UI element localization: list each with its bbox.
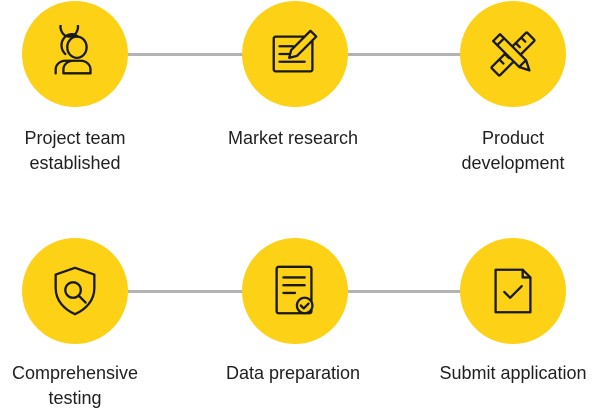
step-6-label: Submit application <box>439 363 587 383</box>
document-check-icon <box>275 265 314 315</box>
step-5-circle <box>242 238 348 344</box>
step-4-circle <box>22 238 128 344</box>
step-6-circle <box>460 238 566 344</box>
connector-5-6-left <box>128 290 246 293</box>
step-1-circle <box>22 1 128 107</box>
connector-5-6-right <box>348 290 466 293</box>
ruler-pencil-icon <box>490 31 536 77</box>
step-4-label: Comprehensive testing <box>11 363 139 408</box>
team-icon <box>54 25 92 75</box>
step-3-circle <box>460 1 566 107</box>
step-1-label: Project team established <box>24 128 126 173</box>
connector-1-2 <box>128 53 246 56</box>
step-2-label: Market research <box>227 128 359 148</box>
step-2-circle <box>242 1 348 107</box>
connector-2-3 <box>348 53 466 56</box>
edit-document-icon <box>272 29 318 73</box>
step-3-label: Product development <box>461 128 565 173</box>
step-5-label: Data preparation <box>225 363 361 383</box>
shield-search-icon <box>54 266 96 316</box>
file-check-icon <box>494 268 532 314</box>
